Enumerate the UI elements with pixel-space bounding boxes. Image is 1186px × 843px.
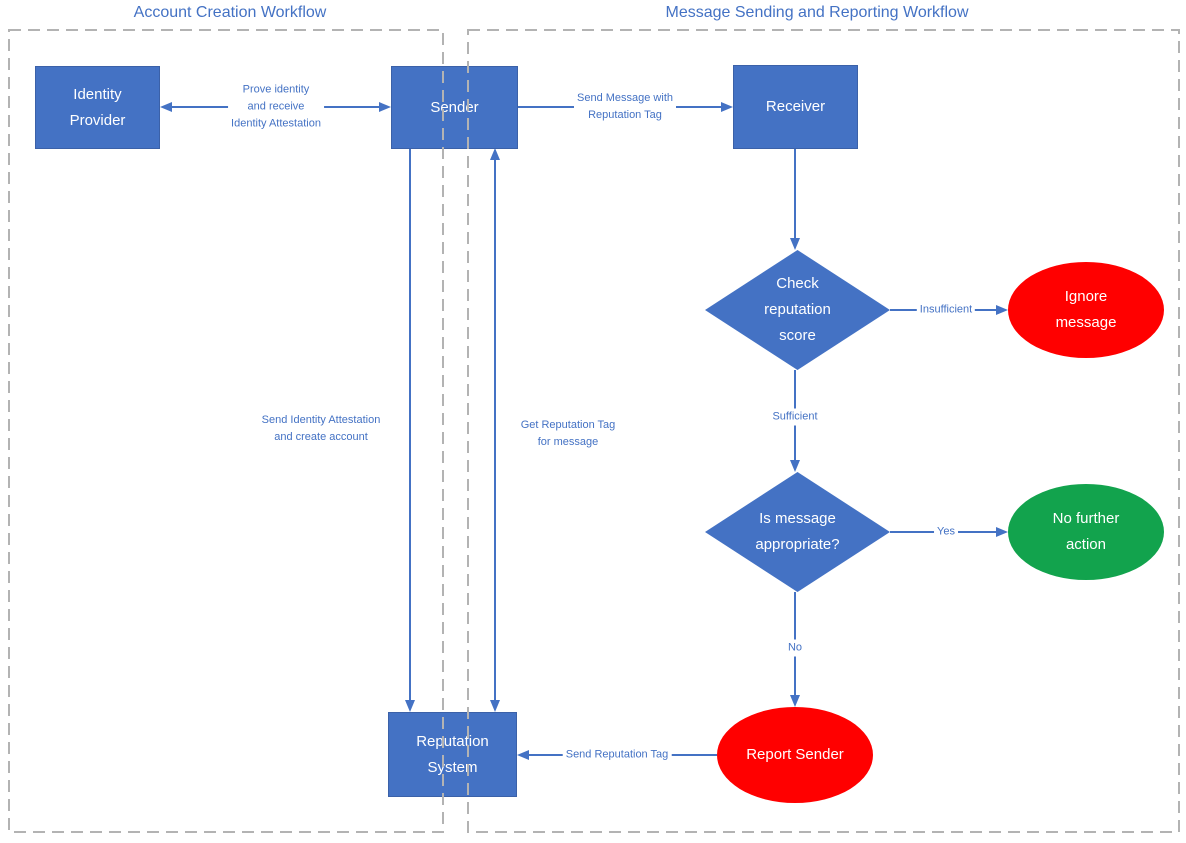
arrowhead-into-ignore-message <box>996 305 1008 315</box>
arrowhead-into-identity-provider <box>160 102 172 112</box>
arrowhead-into-check-diamond <box>790 238 800 250</box>
sender-label: Sender <box>430 98 479 116</box>
edge-label-send-message: Send Message with Reputation Tag <box>574 90 676 124</box>
arrowhead-into-reputation-system-right <box>517 750 529 760</box>
identity-provider-node: Identity Provider <box>35 66 160 149</box>
ignore-message-label: Ignore message <box>1055 288 1117 331</box>
edge-label-get-reputation-tag: Get Reputation Tag for message <box>517 417 619 451</box>
receiver-node: Receiver <box>733 65 858 149</box>
edge-label-yes: Yes <box>934 523 958 541</box>
edge-label-insufficient: Insufficient <box>916 301 976 319</box>
arrowhead-into-no-further-action <box>996 527 1008 537</box>
sender-node: Sender <box>391 66 518 149</box>
no-further-action-label: No further action <box>1052 510 1120 553</box>
edge-label-prove-identity: Prove identity and receive Identity Atte… <box>228 81 324 133</box>
check-reputation-score-decision: Check reputation score <box>705 250 890 370</box>
report-sender-terminal: Report Sender <box>717 707 873 803</box>
arrowhead-into-receiver <box>721 102 733 112</box>
lane-title-account-creation: Account Creation Workflow <box>133 4 327 21</box>
is-message-appropriate-decision: Is message appropriate? <box>705 472 890 592</box>
arrowhead-into-reputation-system-top-left <box>405 700 415 712</box>
arrowhead-into-sender-bottom <box>490 148 500 160</box>
is-message-appropriate-label: Is message appropriate? <box>755 510 840 553</box>
check-reputation-score-label: Check reputation score <box>764 275 831 344</box>
reputation-system-node: Reputation System <box>388 712 517 797</box>
receiver-label: Receiver <box>765 98 826 115</box>
no-further-action-terminal: No further action <box>1008 484 1164 580</box>
arrowhead-into-reputation-system-top-right <box>490 700 500 712</box>
arrowhead-into-appropriate-diamond <box>790 460 800 472</box>
lane-title-message-sending: Message Sending and Reporting Workflow <box>665 4 969 21</box>
edge-label-send-reputation-tag: Send Reputation Tag <box>562 746 672 764</box>
edge-label-sufficient: Sufficient <box>769 408 821 426</box>
report-sender-label: Report Sender <box>746 746 844 763</box>
ignore-message-terminal: Ignore message <box>1008 262 1164 358</box>
edge-label-send-identity-attestation: Send Identity Attestation and create acc… <box>258 412 384 446</box>
edge-label-no: No <box>784 639 806 657</box>
arrowhead-into-report-sender <box>790 695 800 707</box>
reputation-system-label: Reputation System <box>416 732 489 776</box>
arrowhead-into-sender-left <box>379 102 391 112</box>
identity-provider-label: Identity Provider <box>69 85 126 129</box>
